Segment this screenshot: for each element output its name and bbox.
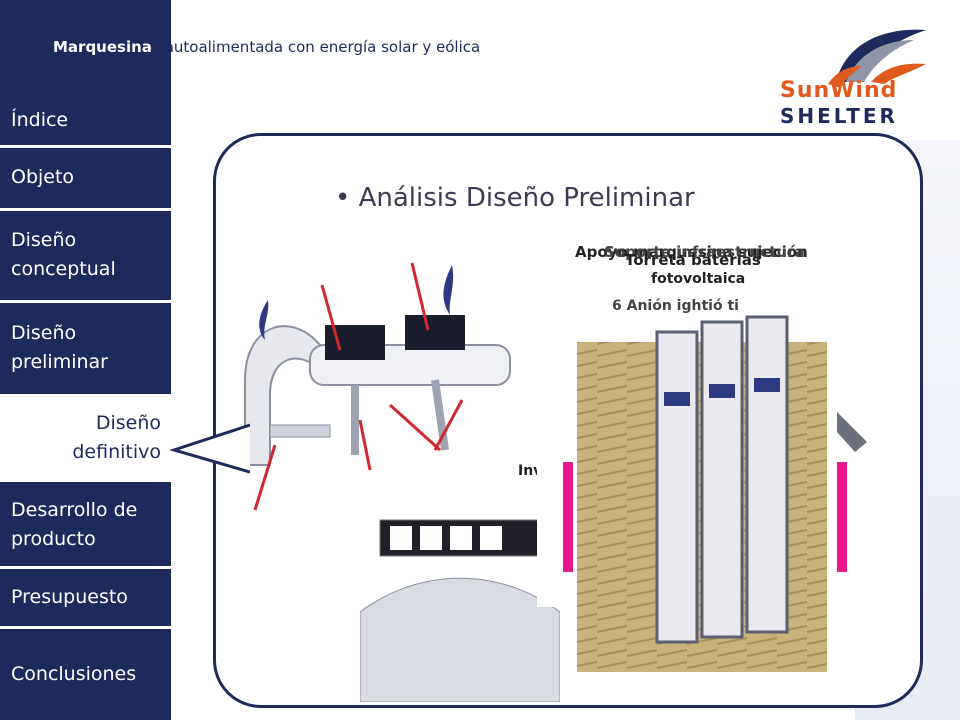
base-detail-model [360,519,560,702]
callout-infrastructure: Soporte infraestructura [604,243,805,261]
page-title: Marquesina autoalimentada con energía so… [53,38,480,56]
sidebar-item-label: Diseño preliminar [11,322,108,373]
page-title-strong: Marquesina [53,38,152,56]
callout-inverter: Inv [518,463,543,479]
page-title-rest: autoalimentada con energía solar y eólic… [164,38,481,56]
bubble-tail [170,423,250,474]
sidebar-item-presupuesto[interactable]: Presupuesto [0,570,171,624]
sidebar-divider [0,145,171,148]
sidebar-item-indice[interactable]: Índice [0,100,171,140]
section-heading: • Análisis Diseño Preliminar [335,183,695,213]
sidebar-item-diseno-preliminar[interactable]: Diseño preliminar [0,304,171,392]
callout-partial: 6 Anión ightió ti [612,298,739,314]
sidebar-item-desarrollo-producto[interactable]: Desarrollo de producto [0,484,171,566]
sidebar-item-label: Objeto [11,166,75,188]
logo-line2: SHELTER [780,104,898,128]
sidebar-item-label: Conclusiones [11,662,137,685]
sidebar: Índice Objeto Diseño conceptual Diseño p… [0,0,171,720]
sidebar-divider [0,626,171,629]
shelter-3d-model [244,262,511,511]
sidebar-item-diseno-conceptual[interactable]: Diseño conceptual [0,212,171,298]
callout-battery: Torreta baterías [625,251,761,269]
sidebar-divider [0,208,171,211]
sidebar-divider [0,566,171,569]
callout-photovoltaic: fotovoltaica [651,271,746,287]
sidebar-item-label: Diseño definitivo [72,412,161,463]
info-panels-photo [537,315,867,672]
sidebar-item-diseno-definitivo[interactable]: Diseño definitivo [0,394,171,482]
sidebar-item-conclusiones[interactable]: Conclusiones [0,630,171,718]
sidebar-item-label: Diseño conceptual [11,229,116,280]
logo-line1: SunWind [780,78,898,103]
logo: SunWind SHELTER [776,22,936,134]
callout-support: Apoyo marquesina sujeción [575,243,808,261]
sidebar-item-objeto[interactable]: Objeto [0,150,171,205]
sidebar-item-label: Desarrollo de producto [11,499,138,550]
butterfly-wings-icon [828,29,926,88]
sidebar-item-label: Presupuesto [11,585,128,608]
sidebar-divider [0,300,171,303]
sidebar-item-label: Índice [11,108,69,131]
